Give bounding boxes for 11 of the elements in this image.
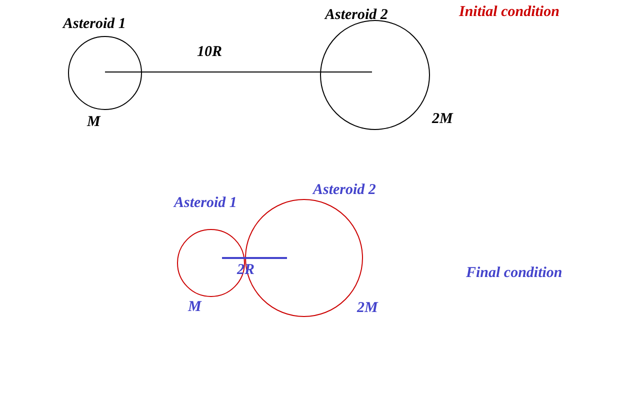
asteroid-name: Asteroid 1: [174, 195, 237, 211]
asteroid-name: Asteroid 2: [325, 7, 388, 23]
asteroid-name: Asteroid 2: [313, 182, 376, 198]
asteroid-name: Asteroid 1: [63, 16, 126, 32]
mass-label: M: [188, 299, 202, 315]
distance-label: 10R: [197, 44, 222, 60]
condition-heading: Initial condition: [459, 4, 560, 20]
condition-heading: Final condition: [466, 265, 562, 281]
mass-label: 2M: [432, 111, 453, 127]
mass-label: M: [87, 114, 100, 130]
mass-label: 2M: [357, 300, 378, 316]
